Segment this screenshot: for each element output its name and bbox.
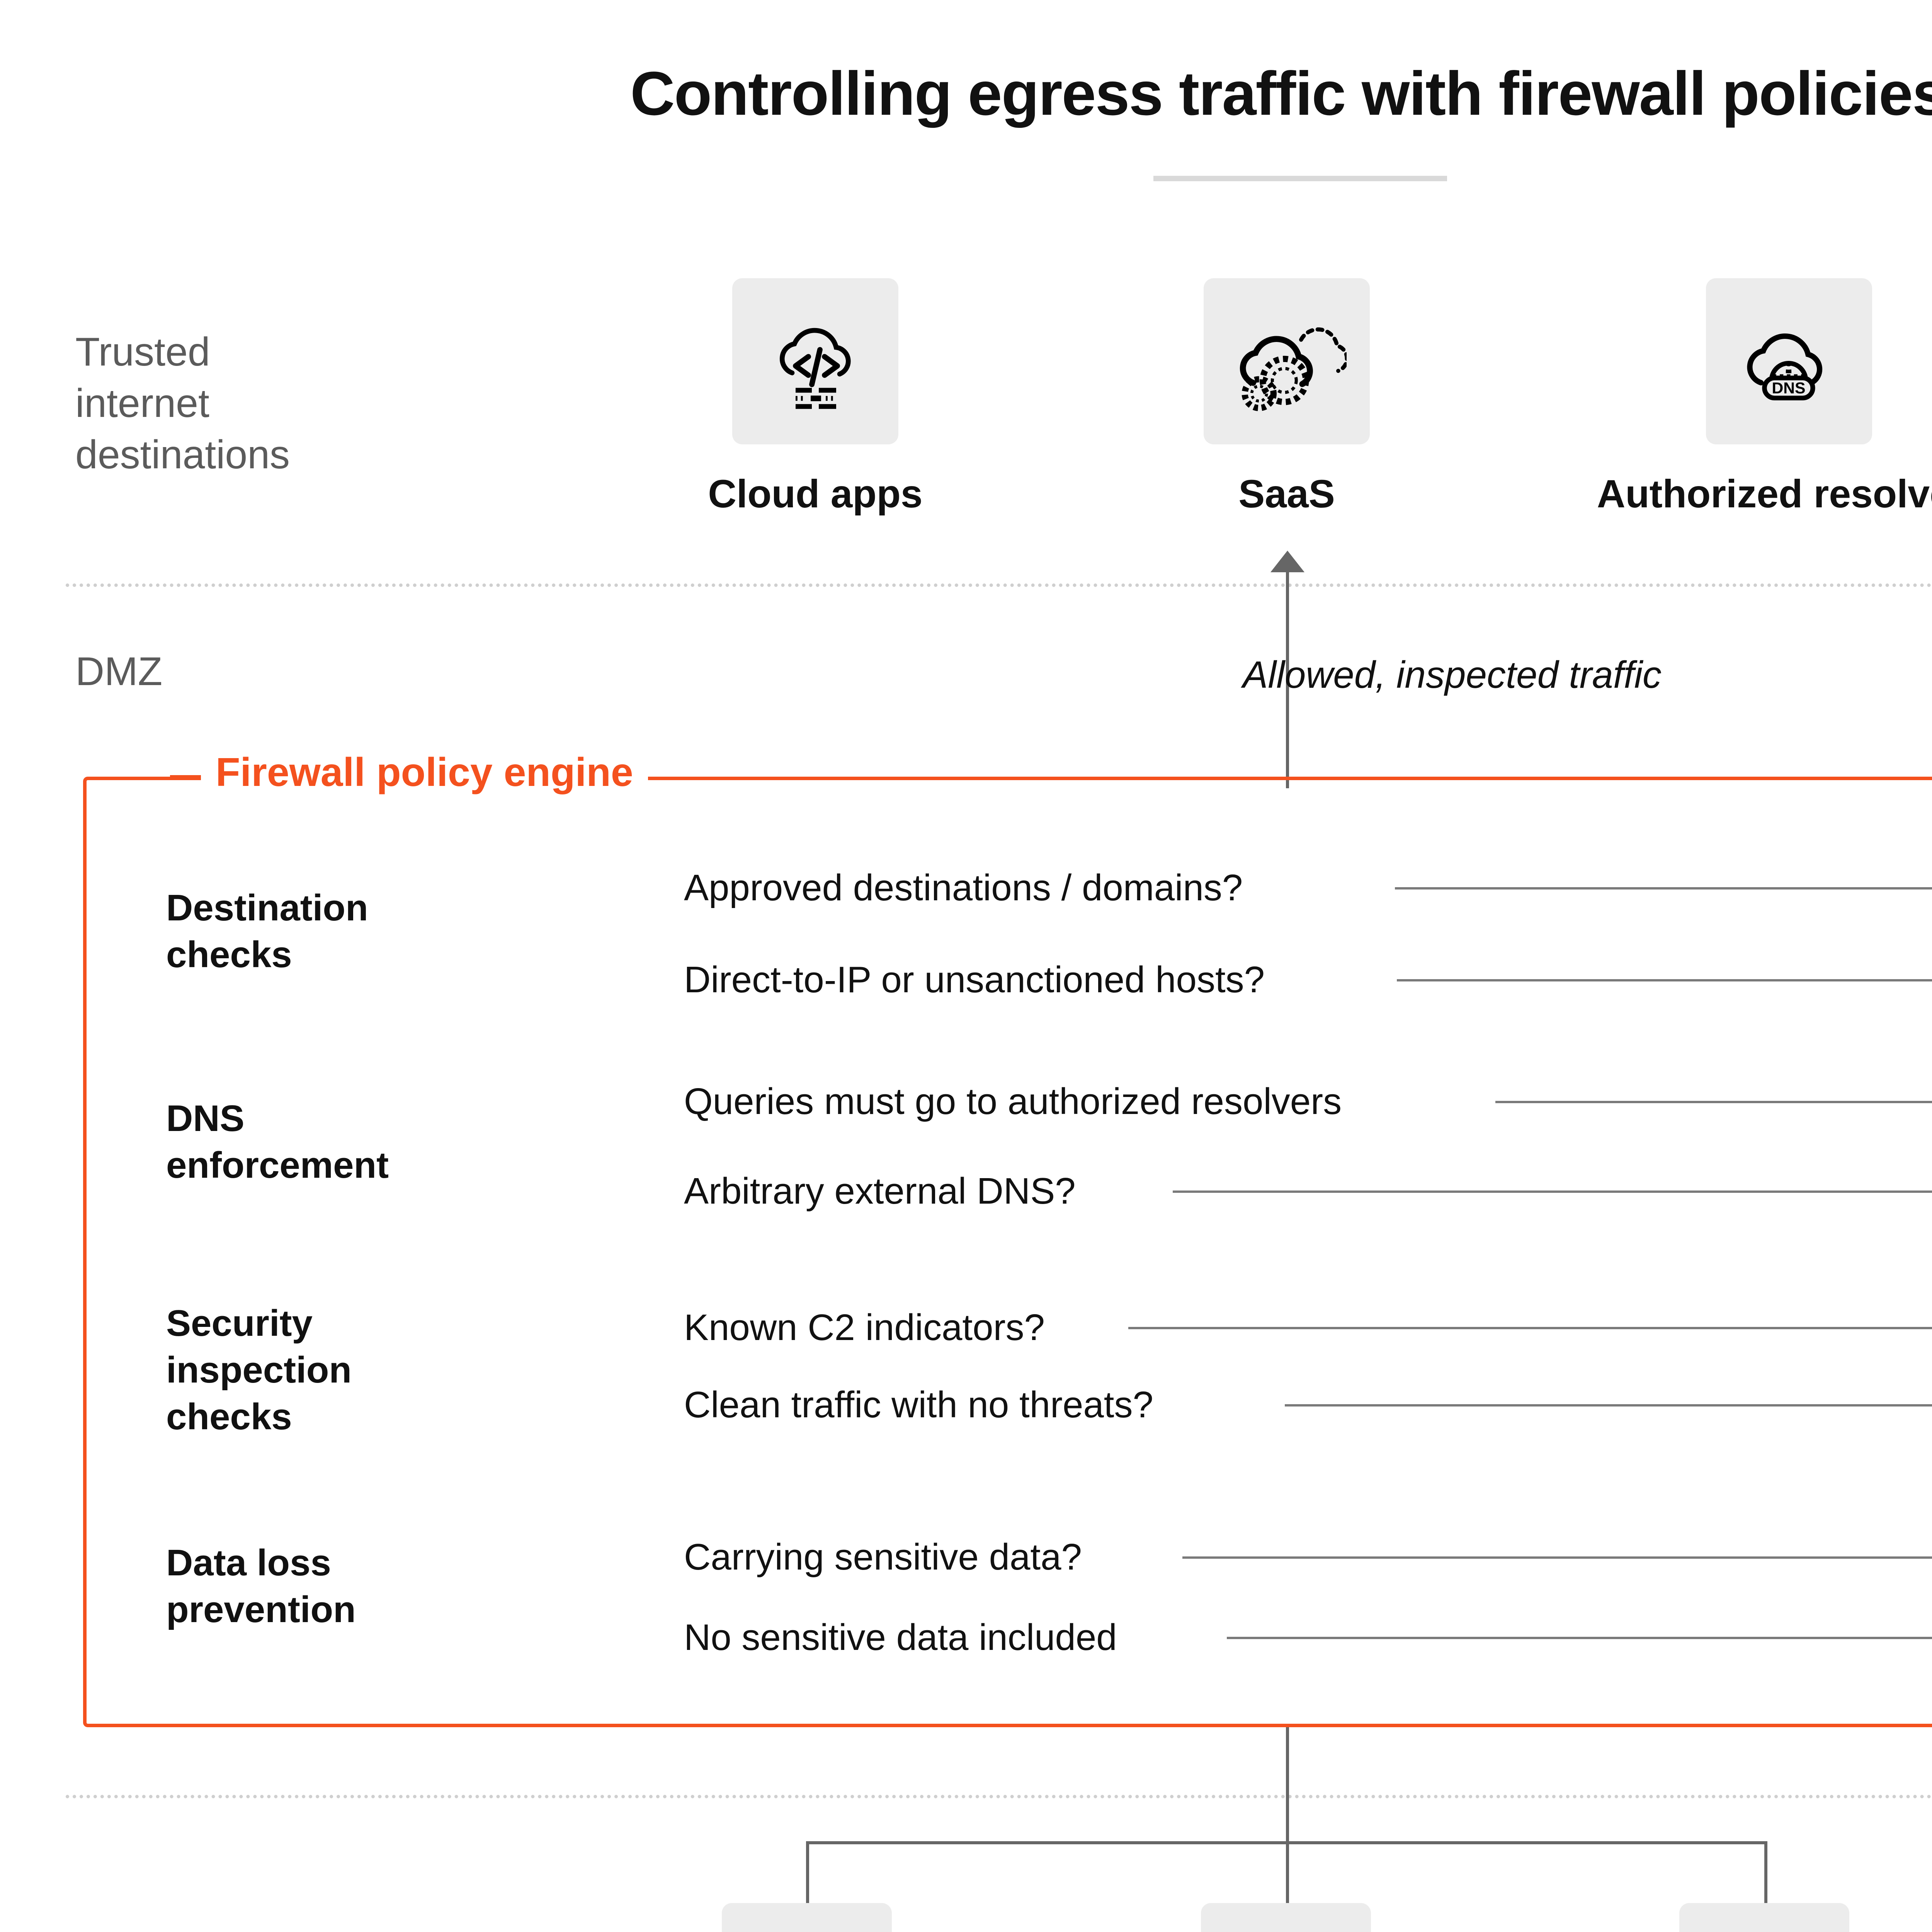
internal-tile-servers (722, 1903, 892, 1932)
page-title: Controlling egress traffic with firewall… (630, 59, 1932, 128)
connector-to-users (1286, 1841, 1289, 1905)
svg-text:DNS: DNS (1772, 379, 1805, 396)
destination-label-authorized-resolvers: Authorized resolvers (1597, 472, 1932, 516)
policy-rule-text: No sensitive data included (684, 1617, 1117, 1658)
firewall-legend-dash (170, 775, 201, 779)
destination-tile-authorized-resolvers: DNS (1706, 278, 1872, 444)
policy-rule-text: Carrying sensitive data? (684, 1536, 1082, 1578)
policy-group-title-destination-checks: Destination checks (166, 887, 368, 975)
policy-rule-row: Carrying sensitive data? Block/alert (684, 1539, 1932, 1581)
internal-tile-devices (1679, 1903, 1849, 1932)
connector-firewall-to-saas (1286, 556, 1289, 788)
destination-label-saas: SaaS (1238, 472, 1335, 516)
policy-rule-connector (1227, 1637, 1932, 1639)
policy-rule-text: Direct-to-IP or unsanctioned hosts? (684, 959, 1265, 1000)
policy-rule-connector (1173, 1190, 1932, 1193)
policy-rule-row: Queries must go to authorized resolvers … (684, 1083, 1932, 1126)
policy-rule-text: Queries must go to authorized resolvers (684, 1081, 1342, 1122)
firewall-policy-engine-box (83, 777, 1932, 1727)
policy-rule-row: Known C2 indicators? Block (684, 1309, 1932, 1352)
policy-rule-row: Approved destinations / domains? Allow (684, 869, 1932, 912)
policy-rule-connector (1397, 979, 1932, 981)
internal-tile-users (1201, 1903, 1371, 1932)
policy-rule-connector (1182, 1556, 1932, 1559)
policy-rule-connector (1285, 1404, 1932, 1406)
policy-rule-row: Direct-to-IP or unsanctioned hosts? Bloc… (684, 961, 1932, 1004)
destination-label-cloud-apps: Cloud apps (708, 472, 923, 516)
policy-rule-row: No sensitive data included Allow (684, 1619, 1932, 1662)
divider-trusted-dmz (66, 583, 1932, 587)
policy-group-title-dns-enforcement: DNS enforcement (166, 1098, 389, 1186)
policy-group-title-data-loss-prevention: Data loss prevention (166, 1542, 356, 1630)
policy-rule-connector (1495, 1101, 1932, 1103)
destination-tile-cloud-apps (732, 278, 898, 444)
policy-rule-text: Approved destinations / domains? (684, 867, 1243, 908)
policy-group-title-security-inspection-checks: Security inspection checks (166, 1303, 352, 1437)
title-underline-rule (1153, 176, 1447, 181)
policy-rule-row: Arbitrary external DNS? Block (684, 1173, 1932, 1215)
policy-rule-connector (1395, 887, 1932, 889)
policy-rule-connector (1128, 1327, 1932, 1329)
connector-firewall-to-internal (1286, 1727, 1289, 1843)
policy-rule-row: Clean traffic with no threats? Allow (684, 1386, 1932, 1429)
cloud-dns-icon: DNS (1747, 333, 1822, 400)
allowed-inspected-traffic-label: Allowed, inspected traffic (1243, 653, 1662, 696)
firewall-policy-engine-label: Firewall policy engine (201, 750, 648, 796)
cloud-code-icon (780, 328, 851, 409)
divider-dmz-internal (66, 1795, 1932, 1798)
connector-to-devices (1764, 1841, 1767, 1905)
connector-to-servers (806, 1841, 809, 1905)
zone-label-dmz: DMZ (75, 649, 163, 694)
zone-label-trusted: Trusted internet destinations (75, 330, 290, 478)
policy-rule-text: Arbitrary external DNS? (684, 1170, 1076, 1212)
policy-rule-text: Known C2 indicators? (684, 1307, 1045, 1348)
cloud-gears-icon (1240, 327, 1347, 411)
policy-rule-text: Clean traffic with no threats? (684, 1384, 1153, 1425)
destination-tile-saas (1204, 278, 1370, 444)
